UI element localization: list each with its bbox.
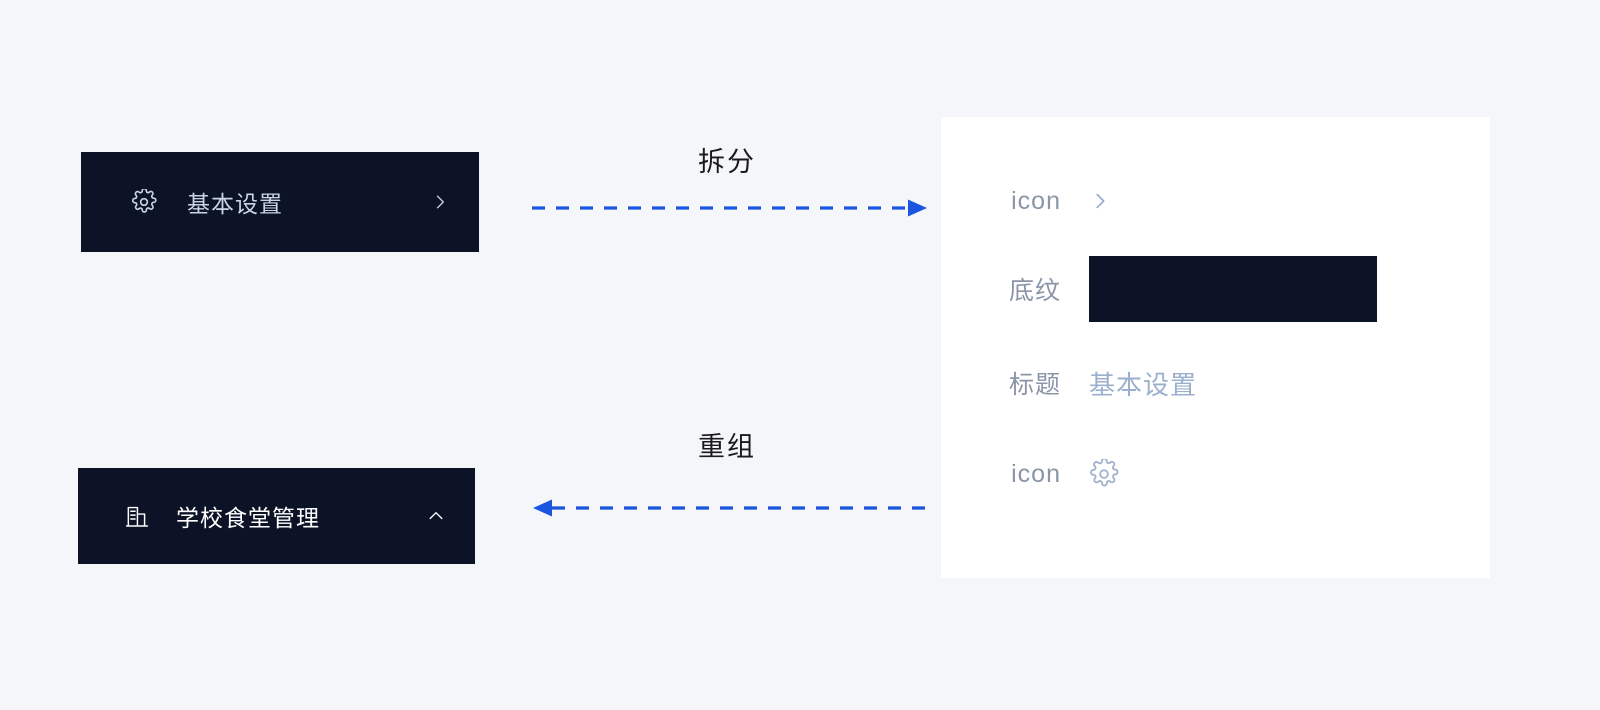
spec-key-label: 底纹 [1008, 277, 1061, 305]
spec-row-icon-chevron: icon [941, 166, 1111, 236]
chevron-up-icon[interactable] [425, 505, 447, 527]
spec-key-label: 标题 [1008, 371, 1061, 399]
dashed-arrow-left [533, 499, 928, 517]
annotation-regroup: 重组 [530, 425, 930, 520]
annotation-regroup-label: 重组 [698, 432, 756, 462]
spec-value [1089, 190, 1111, 212]
spec-key-label: icon [1011, 186, 1061, 215]
spec-row-icon-gear: icon [941, 439, 1119, 509]
annotation-split: 拆分 [530, 140, 930, 220]
spec-value: 基本设置 [1089, 365, 1197, 402]
spec-title-value: 基本设置 [1089, 369, 1198, 400]
spec-row-title: 标题 基本设置 [941, 348, 1197, 418]
menu-card-canteen[interactable]: 学校食堂管理 [78, 468, 475, 564]
spec-value [1089, 459, 1119, 489]
menu-card-basic-settings[interactable]: 基本设置 [81, 152, 479, 252]
dashed-arrow-right [532, 199, 927, 217]
annotation-split-label: 拆分 [698, 147, 756, 177]
spec-key-label: icon [1011, 459, 1061, 488]
color-swatch [1089, 256, 1377, 322]
chevron-right-icon [1089, 190, 1111, 212]
gear-icon [1089, 459, 1119, 489]
menu-card-label: 学校食堂管理 [176, 505, 320, 531]
building-icon [124, 503, 150, 529]
spec-panel: icon 底纹 标题 基本设置 icon [941, 117, 1490, 578]
menu-card-label: 基本设置 [187, 191, 283, 217]
spec-value [1089, 256, 1377, 322]
gear-icon [131, 189, 157, 215]
spec-row-shade: 底纹 [941, 254, 1377, 324]
chevron-right-icon[interactable] [429, 191, 451, 213]
